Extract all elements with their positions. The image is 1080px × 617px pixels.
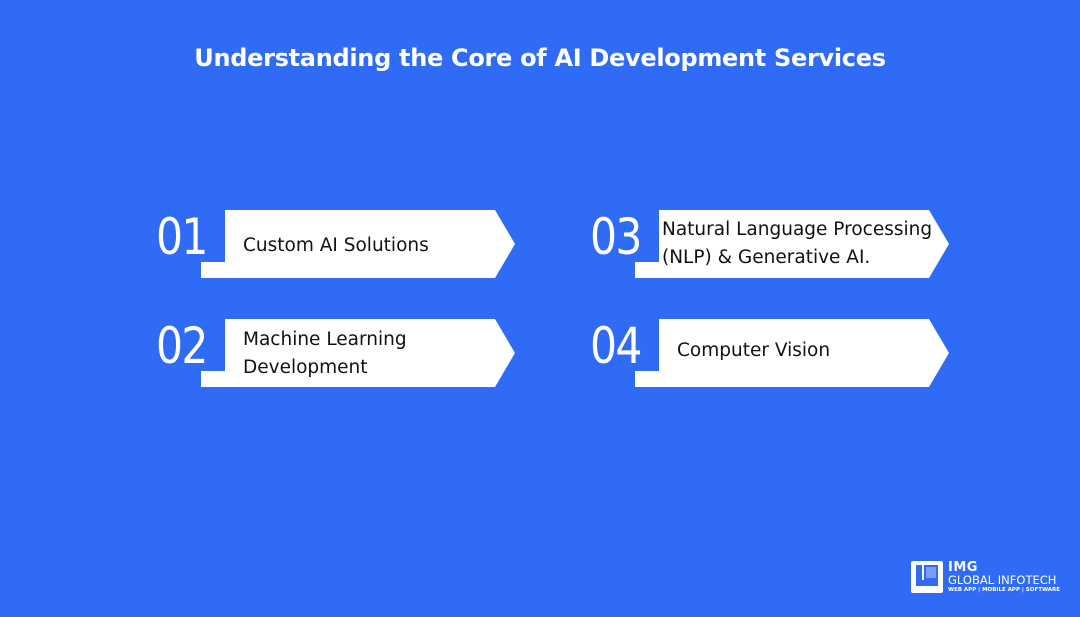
arrow-card-shape bbox=[201, 210, 515, 278]
service-card-01: 01 Custom AI Solutions bbox=[156, 208, 516, 278]
arrow-card-shape bbox=[635, 319, 949, 387]
logo-company: GLOBAL INFOTECH bbox=[948, 573, 1057, 587]
card-number: 02 bbox=[156, 317, 208, 375]
logo-mark-icon bbox=[911, 561, 943, 593]
page-title: Understanding the Core of AI Development… bbox=[194, 44, 886, 72]
arrow-card-shape bbox=[635, 210, 949, 278]
service-card-04: 04 Computer Vision bbox=[590, 317, 950, 387]
card-label: Machine Learning Development bbox=[243, 329, 407, 378]
company-logo: IMG GLOBAL INFOTECH WEB APP | MOBILE APP… bbox=[910, 560, 1060, 600]
logo-tagline: WEB APP | MOBILE APP | SOFTWARE bbox=[948, 587, 1061, 593]
card-label: Custom AI Solutions bbox=[243, 235, 429, 256]
arrow-card-shape bbox=[201, 319, 515, 387]
card-label: Computer Vision bbox=[677, 340, 831, 361]
card-number: 03 bbox=[590, 208, 642, 266]
service-card-03: 03 Natural Language Processing (NLP) & G… bbox=[590, 208, 950, 278]
card-number: 01 bbox=[156, 208, 208, 266]
logo-name: IMG bbox=[948, 560, 978, 575]
card-label: Natural Language Processing (NLP) & Gene… bbox=[662, 219, 933, 268]
service-card-02: 02 Machine Learning Development bbox=[156, 317, 516, 387]
card-number: 04 bbox=[590, 317, 642, 375]
